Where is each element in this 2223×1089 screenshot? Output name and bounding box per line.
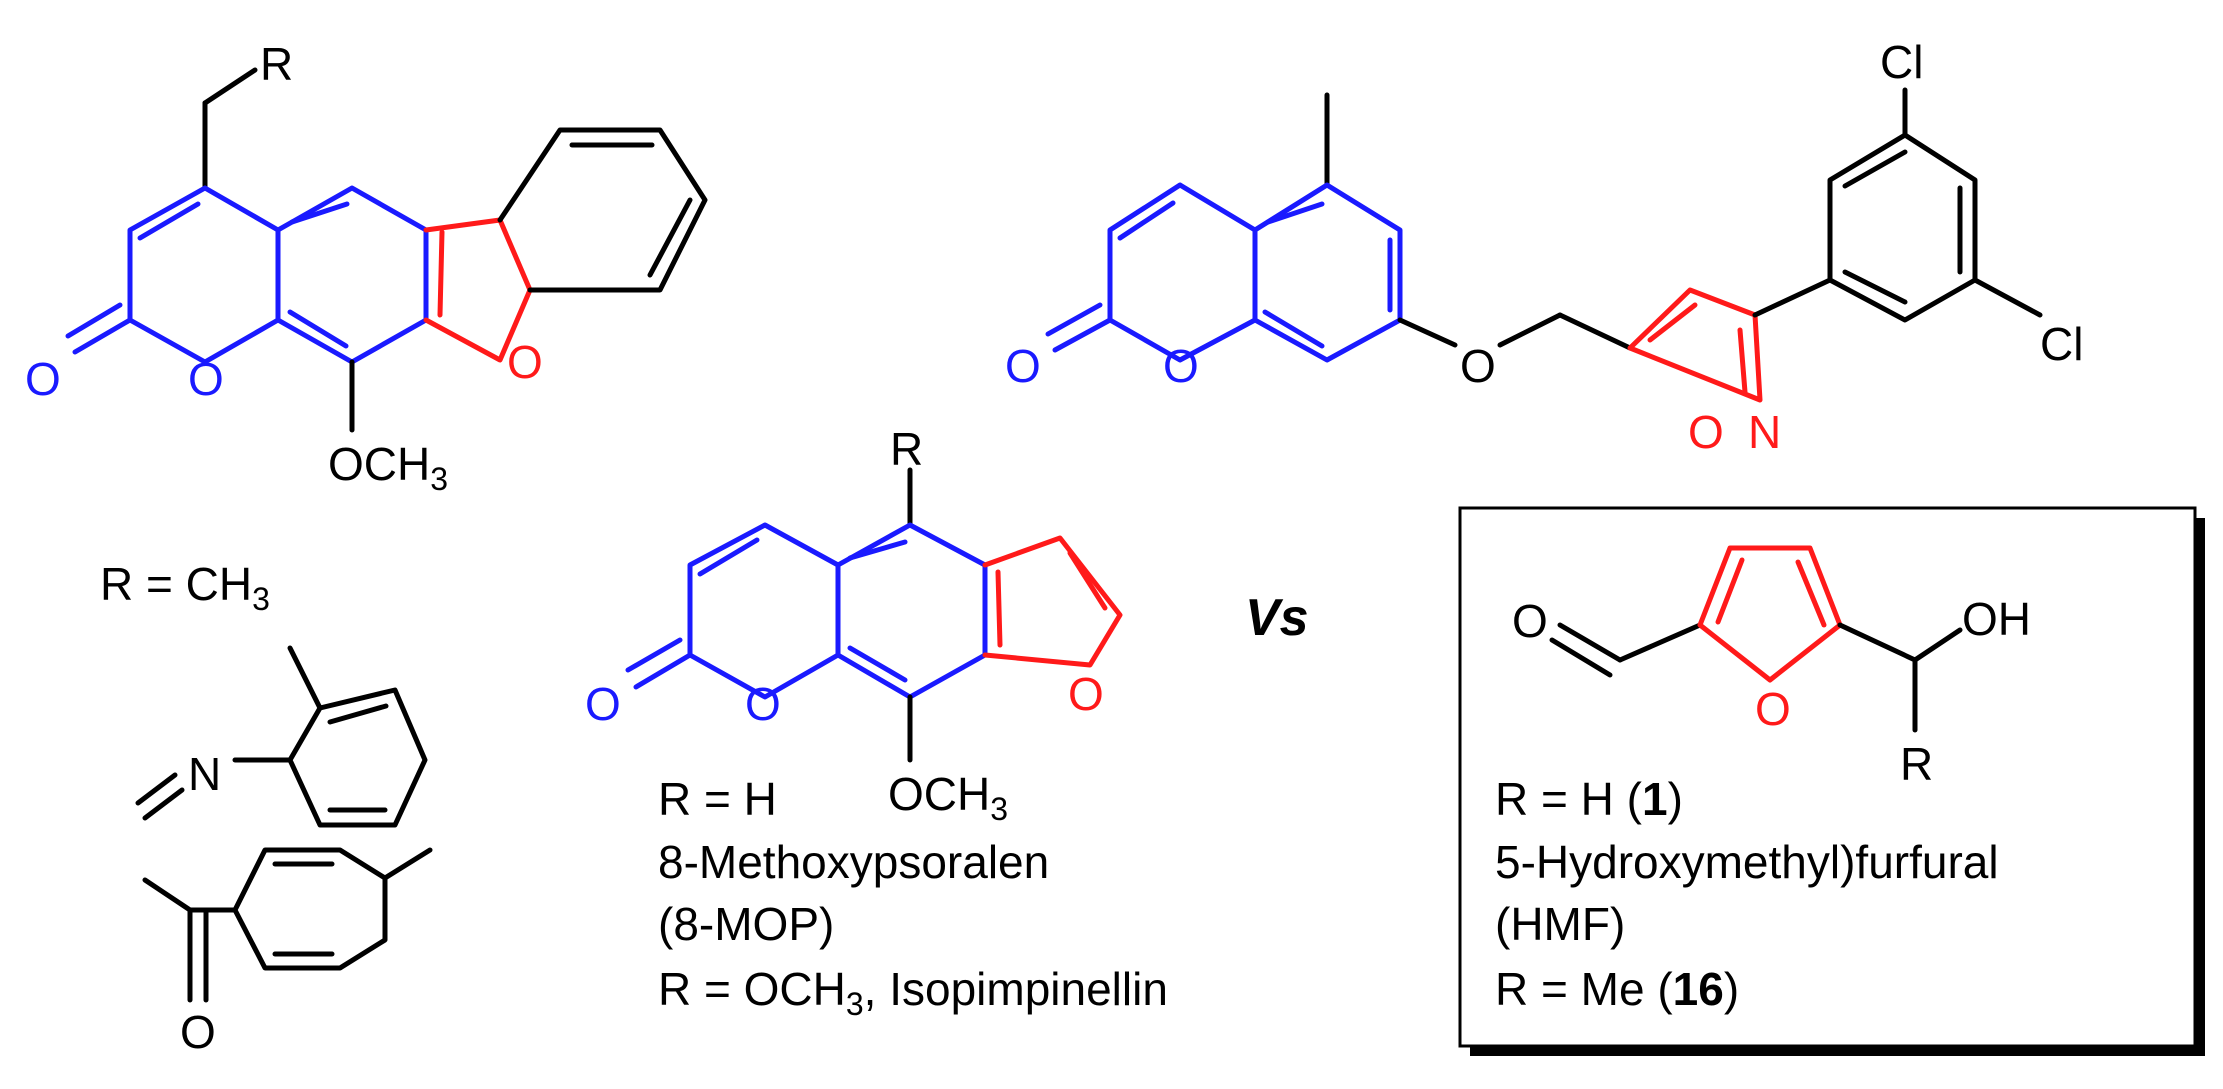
- structure-coumarin-isoxazole: O O O O N Cl Cl: [1005, 36, 2083, 458]
- caption-r-h: R = H: [658, 773, 777, 825]
- atom-o-ether: O: [1460, 340, 1496, 392]
- hmf-box: O O OH R R = H (1) 5-Hydroxymethyl)furfu…: [1458, 506, 2205, 1056]
- structure-benzofurocoumarin: R O O O OCH3: [25, 38, 708, 497]
- structure-psoralen: R O O O OCH3: [585, 423, 1123, 827]
- atom-o-carbonyl: O: [25, 353, 61, 405]
- atom-o-isoxazole: O: [1688, 406, 1724, 458]
- r-equals-ch3: R = CH3: [100, 558, 270, 617]
- caption-r-me-16: R = Me (16): [1495, 963, 1739, 1015]
- atom-n-isoxazole: N: [1748, 406, 1781, 458]
- caption-hmf-abbrev: (HMF): [1495, 898, 1625, 950]
- atom-o-carbonyl-2: O: [1005, 340, 1041, 392]
- methoxy-label-3: OCH3: [888, 768, 1008, 827]
- atom-o-acetyl: O: [180, 1006, 216, 1058]
- caption-8-mop: (8-MOP): [658, 898, 834, 950]
- atom-oh: OH: [1962, 593, 2031, 645]
- atom-o-furan-3: O: [1068, 668, 1104, 720]
- atom-o-hmf-furan: O: [1755, 683, 1791, 735]
- versus-label: Vs: [1245, 589, 1309, 647]
- caption-r-h-1: R = H (1): [1495, 773, 1683, 825]
- caption-hmf-name: 5-Hydroxymethyl)furfural: [1495, 836, 1999, 888]
- psoralen-captions: R = H 8-Methoxypsoralen (8-MOP) R = OCH3…: [658, 773, 1168, 1022]
- atom-o-carbonyl-3: O: [585, 678, 621, 730]
- atom-o-aldehyde: O: [1512, 595, 1548, 647]
- atom-o-ring: O: [188, 353, 224, 405]
- atom-o-furan: O: [507, 336, 543, 388]
- atom-n-imine: N: [188, 748, 221, 800]
- atom-r-label: R: [260, 38, 293, 90]
- atom-cl-right: Cl: [2040, 318, 2083, 370]
- caption-isopimpinellin: R = OCH3, Isopimpinellin: [658, 963, 1168, 1022]
- methoxy-label: OCH3: [328, 438, 448, 497]
- atom-cl-top: Cl: [1880, 36, 1923, 88]
- left-r-options: R = CH3 N O: [100, 558, 433, 1058]
- atom-o-ring-2: O: [1163, 340, 1199, 392]
- atom-r-hmf: R: [1900, 738, 1933, 790]
- atom-r-psoralen: R: [890, 423, 923, 475]
- caption-8-methoxypsoralen: 8-Methoxypsoralen: [658, 836, 1049, 888]
- atom-o-ring-3: O: [745, 678, 781, 730]
